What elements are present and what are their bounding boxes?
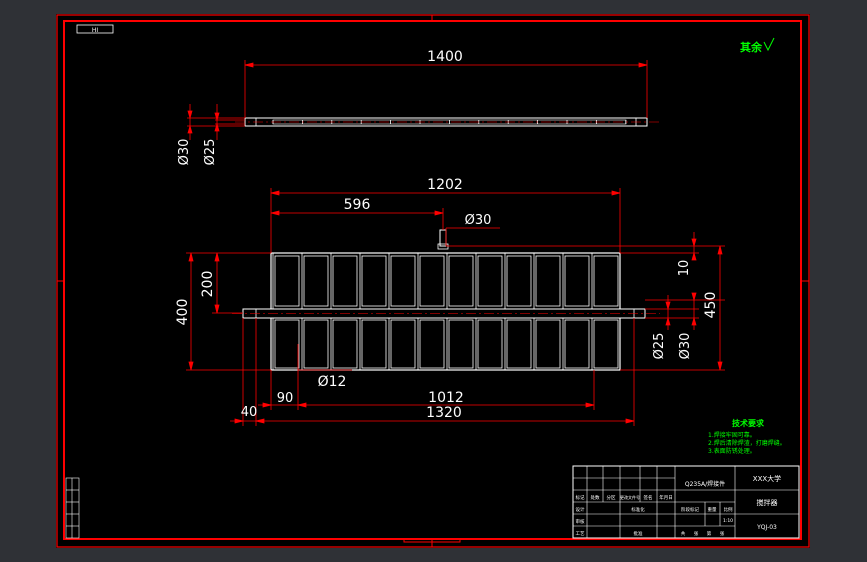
tb-label-date: 年月日 [659, 494, 673, 501]
grid-cell [448, 319, 474, 369]
top-view: 1400 Ø30 Ø25 [177, 49, 660, 165]
top-tag-box [76, 24, 114, 34]
roughness-note: 其余 [740, 40, 763, 54]
dim-1012-text: 1012 [428, 390, 464, 406]
grid-cell [332, 319, 358, 369]
grid-cell [303, 255, 329, 307]
grid-cell [477, 319, 503, 369]
grid-cell [564, 319, 590, 369]
dim-pin-leader [445, 227, 500, 246]
dim-pin-dia-text: Ø30 [465, 213, 492, 228]
tb-label-zone: 分区 [607, 494, 616, 501]
tb-material: Q235A/焊接件 [685, 480, 725, 488]
tb-sheet-unit-2: 张 [720, 530, 725, 537]
dim-1202-lines [270, 188, 621, 253]
top-dia-dim-lines [187, 104, 245, 140]
grid-cell [593, 255, 619, 307]
grid-cell [303, 319, 329, 369]
notes-line-3: 3.表面防锈处理。 [708, 447, 756, 455]
roughness-symbol-icon [763, 37, 775, 52]
grid-cell [332, 255, 358, 307]
dim-1202-text: 1202 [427, 177, 463, 193]
tb-role-process: 工艺 [576, 531, 585, 537]
tb-role-design: 设计 [576, 506, 585, 513]
tb-scale-label: 比例 [724, 506, 733, 513]
dim-right-vertical-lines [446, 232, 725, 371]
dim-1320-text: 1320 [426, 405, 462, 421]
dim-left-vertical-lines [186, 252, 271, 371]
dim-40-text: 40 [241, 405, 258, 420]
dim-450-text: 450 [703, 292, 719, 319]
tb-label-sign: 签名 [644, 494, 653, 501]
left-zone-strip [65, 477, 80, 539]
tb-approve-label: 批准 [634, 530, 643, 537]
notes-line-2: 2.焊后清除焊渣，打磨焊缝。 [708, 439, 786, 447]
dim-shaft-dia30-text: Ø30 [678, 333, 693, 360]
grid-cell [390, 319, 416, 369]
grid-cell [506, 255, 532, 307]
front-view: 1202 596 Ø30 400 200 [175, 177, 725, 426]
dim-200-text: 200 [200, 271, 216, 298]
grid-cell [274, 319, 300, 369]
tb-weight-label: 重量 [708, 506, 717, 513]
grid-cell [535, 255, 561, 307]
notes-line-1: 1.焊接牢固可靠。 [708, 431, 756, 439]
grid-cell [390, 255, 416, 307]
tb-label-mark: 标记 [576, 494, 585, 501]
tb-org: XXX大学 [753, 474, 781, 483]
dim-bar-leader [297, 344, 352, 371]
notes-title: 技术要求 [732, 418, 765, 428]
tb-drawing-no: YQJ-03 [756, 524, 777, 531]
dim-1400-text: 1400 [427, 49, 463, 65]
tb-sheet-index: 第 [707, 530, 712, 537]
grid-cell [477, 255, 503, 307]
dim-90-text: 90 [277, 391, 294, 406]
grid-cell [361, 319, 387, 369]
dim-bottom-lines [230, 318, 635, 426]
dim-top-dia30-text: Ø30 [177, 139, 192, 166]
grid-cell [419, 255, 445, 307]
dim-top-dia25-text: Ø25 [203, 139, 218, 166]
grid-cell [506, 319, 532, 369]
grid-cell [274, 255, 300, 307]
grid-cell [448, 255, 474, 307]
tb-label-change-doc: 更改文件号 [620, 494, 640, 500]
dim-1400-lines [244, 60, 648, 118]
grid-cell [535, 319, 561, 369]
centering-marks [57, 15, 809, 547]
tb-part-name: 搅拌器 [757, 498, 778, 507]
technical-notes: 技术要求 1.焊接牢固可靠。 2.焊后清除焊渣，打磨焊缝。 3.表面防锈处理。 [708, 418, 786, 455]
tb-sheet-unit-1: 张 [694, 530, 699, 537]
top-tag-text: HI [92, 27, 99, 34]
tb-std-label: 标准化 [631, 506, 645, 513]
dim-shaft-dia25-text: Ø25 [652, 333, 667, 360]
title-block: Q235A/焊接件 XXX大学 搅拌器 YQJ-03 标记 处数 分区 更改文件… [572, 465, 800, 539]
dim-bar-dia-text: Ø12 [318, 374, 347, 390]
tb-scale-value: 1:10 [723, 518, 733, 524]
dim-596-lines [270, 208, 444, 230]
dim-10-text: 10 [677, 260, 692, 277]
tb-label-count: 处数 [591, 494, 600, 501]
grid-cell [419, 319, 445, 369]
drawing-sheet [56, 14, 810, 548]
tb-sheet-total: 共 [681, 530, 686, 537]
dim-400-text: 400 [175, 299, 191, 326]
grid-cell [361, 255, 387, 307]
dim-596-text: 596 [344, 197, 371, 213]
tb-stage-label: 阶段标记 [681, 506, 699, 513]
tb-role-review: 审核 [576, 518, 585, 525]
grid-cell [564, 255, 590, 307]
grid-cell [593, 319, 619, 369]
